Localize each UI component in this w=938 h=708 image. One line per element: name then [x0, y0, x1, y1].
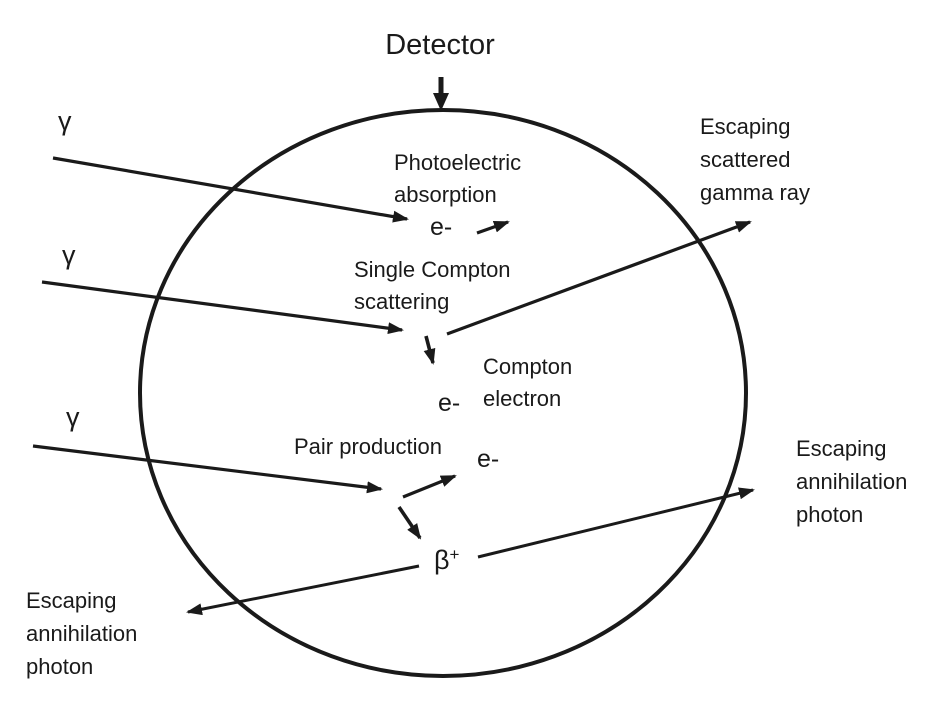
scattered-gamma-line: [446, 220, 752, 336]
compton-electron-symbol: e-: [438, 389, 461, 417]
escaping-scattered-gamma-line2: scattered: [700, 147, 791, 172]
gamma-symbol-2: γ: [62, 240, 76, 270]
gamma-ray-2-line: [41, 280, 404, 335]
photoelectric-label-line2: absorption: [394, 182, 497, 207]
escaping-annihilation-right-line1: Escaping: [796, 436, 887, 461]
escaping-scattered-gamma-label: Escaping scattered gamma ray: [700, 110, 810, 209]
annihilation-photon-right-line: [477, 487, 755, 559]
gamma-symbol-3: γ: [66, 402, 80, 432]
positron-charge-sign: +: [449, 545, 460, 564]
escaping-annihilation-left-label: Escaping annihilation photon: [26, 584, 137, 683]
gamma-ray-1-line: [52, 156, 409, 223]
photoelectric-label-line1: Photoelectric: [394, 150, 522, 175]
pair-electron-label: e-: [477, 445, 500, 473]
gamma-ray-3-line: [32, 444, 383, 494]
compton-electron-label: Compton electron: [483, 351, 572, 415]
escaping-annihilation-left-line3: photon: [26, 654, 94, 679]
photoelectric-label: Photoelectric absorption: [394, 147, 521, 211]
escaping-annihilation-right-line3: photon: [796, 502, 864, 527]
photoelectron-arrow: [476, 220, 510, 235]
escaping-annihilation-left-line2: annihilation: [26, 621, 138, 646]
positron-label: β+: [434, 545, 459, 575]
compton-electron-label-line2: electron: [483, 386, 562, 411]
escaping-annihilation-left-line1: Escaping: [26, 588, 117, 613]
compton-label: Single Compton scattering: [354, 254, 511, 318]
compton-label-line2: scattering: [354, 289, 450, 314]
compton-electron-label-line1: Compton: [483, 354, 573, 379]
annihilation-photon-left-line: [186, 564, 420, 616]
escaping-scattered-gamma-line1: Escaping: [700, 114, 791, 139]
positron-base: β: [434, 545, 450, 575]
photoelectric-electron-label: e-: [430, 213, 453, 241]
compton-label-line1: Single Compton: [354, 257, 511, 282]
pair-electron-arrow: [402, 474, 457, 499]
pair-production-label: Pair production: [294, 434, 442, 459]
escaping-annihilation-right-line2: annihilation: [796, 469, 908, 494]
pair-positron-arrow: [397, 505, 422, 540]
escaping-annihilation-right-label: Escaping annihilation photon: [796, 432, 907, 531]
diagram-title: Detector: [385, 29, 495, 61]
escaping-scattered-gamma-line3: gamma ray: [700, 180, 811, 205]
compton-electron-arrow: [423, 335, 436, 365]
gamma-symbol-1: γ: [58, 106, 72, 136]
